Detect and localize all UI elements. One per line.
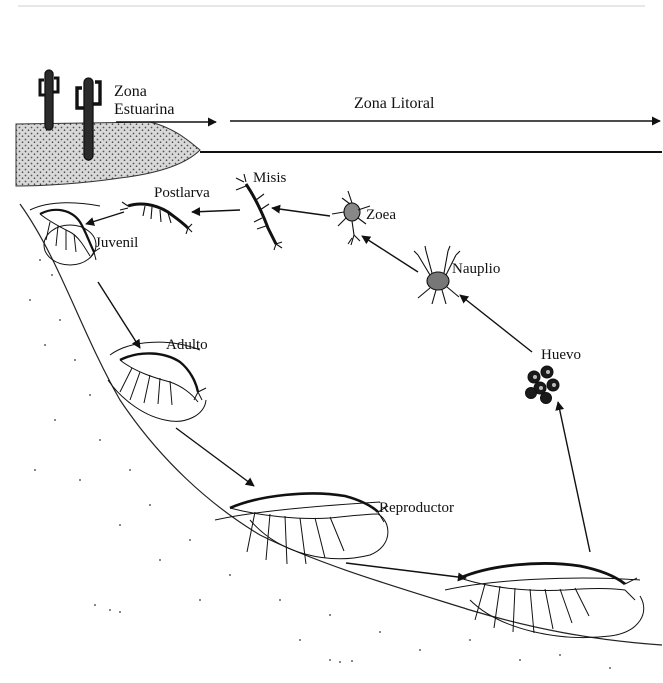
arrow-huevo-to-nauplio [460, 295, 532, 352]
arrow-zoea-to-misis [272, 208, 330, 216]
arrow-nauplio-to-zoea [362, 236, 418, 272]
arrow-spawning-to-huevo [558, 402, 590, 552]
breeder-shrimp-icon [215, 493, 388, 564]
eggs-icon [526, 366, 560, 404]
sediment-dots [29, 259, 611, 669]
label-postlarva: Postlarva [154, 185, 210, 201]
arrow-adulto-to-reproductor [176, 428, 254, 486]
cactus-icon [40, 70, 58, 130]
arrow-juvenil-to-adulto [98, 282, 140, 348]
zone-estuarina-label-line2: Estuarina [114, 101, 174, 118]
estuarine-land [16, 122, 200, 186]
sea-floor [20, 204, 662, 645]
label-adulto: Adulto [166, 337, 208, 353]
zone-estuarina-label-line1: Zona [114, 83, 147, 100]
arrow-misis-to-postlarva [192, 210, 240, 212]
label-nauplio: Nauplio [452, 261, 500, 277]
adult-shrimp-icon [108, 342, 206, 421]
label-zoea: Zoea [366, 207, 396, 223]
label-juvenil: Juvenil [95, 235, 138, 251]
label-misis: Misis [253, 170, 287, 186]
label-reproductor: Reproductor [379, 500, 454, 516]
arrow-reproductor-to-spawning [346, 563, 466, 578]
juvenile-shrimp-icon [30, 203, 100, 265]
arrow-postlarva-to-juvenil [86, 212, 124, 224]
postlarva-icon [120, 202, 192, 234]
zone-litoral-label: Zona Litoral [354, 95, 435, 112]
spawning-shrimp-icon [445, 563, 644, 637]
label-huevo: Huevo [541, 347, 581, 363]
